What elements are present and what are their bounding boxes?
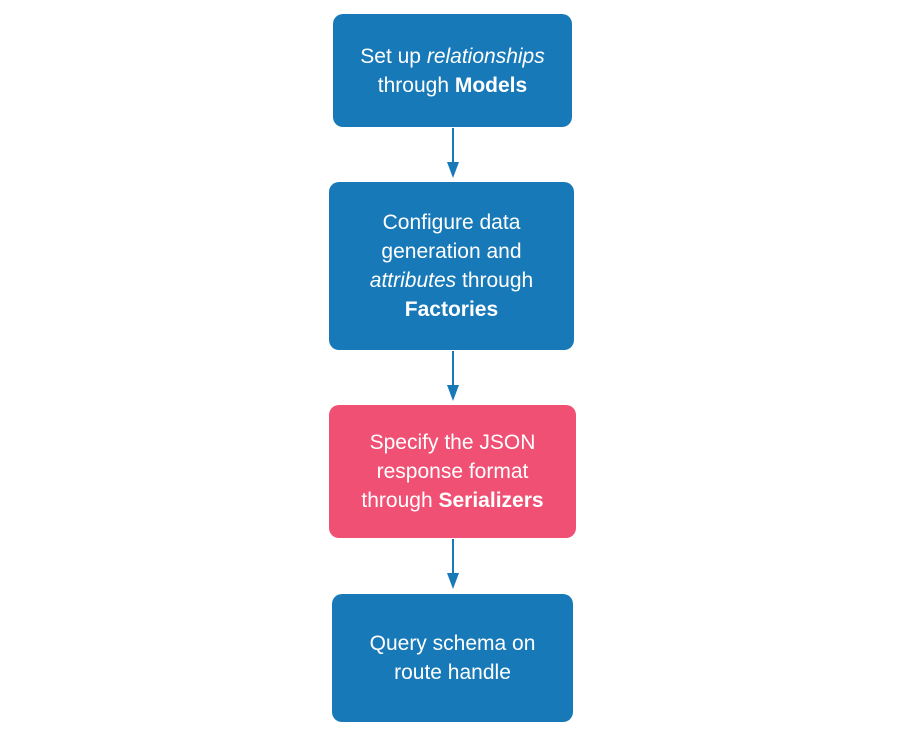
- node-text: Query schema on route handle: [370, 629, 536, 687]
- node-text-segment-italic: attributes: [369, 269, 457, 292]
- node-text: Specify the JSON response format through…: [361, 428, 543, 515]
- node-text-segment: Configure data: [382, 211, 521, 234]
- down-arrow-icon: [447, 539, 459, 589]
- flow-node-models: Set up relationships through Models: [333, 14, 572, 127]
- flow-node-factories: Configure data generation and attributes…: [329, 182, 574, 350]
- node-text-segment-italic: relationships: [426, 44, 545, 68]
- flow-node-query-schema: Query schema on route handle: [332, 594, 573, 722]
- node-text-segment: through: [377, 73, 455, 97]
- node-text-segment: through: [456, 269, 534, 292]
- node-text-segment: Specify the JSON: [369, 431, 536, 454]
- node-text-segment: through: [361, 489, 439, 512]
- node-text-segment-bold: Models: [454, 73, 528, 97]
- down-arrow-icon: [447, 128, 459, 178]
- flow-node-serializers: Specify the JSON response format through…: [329, 405, 576, 538]
- node-text-segment: response format: [376, 460, 529, 483]
- node-text-segment: Query schema on: [369, 632, 536, 655]
- node-text-segment-bold: Serializers: [438, 489, 544, 512]
- node-text-segment: route handle: [394, 661, 511, 684]
- down-arrow-icon: [447, 351, 459, 401]
- node-text-segment: generation and: [381, 240, 522, 263]
- node-text: Set up relationships through Models: [360, 42, 544, 100]
- node-text: Configure data generation and attributes…: [370, 208, 533, 324]
- node-text-segment: Set up: [360, 44, 427, 68]
- node-text-segment-bold: Factories: [404, 298, 499, 321]
